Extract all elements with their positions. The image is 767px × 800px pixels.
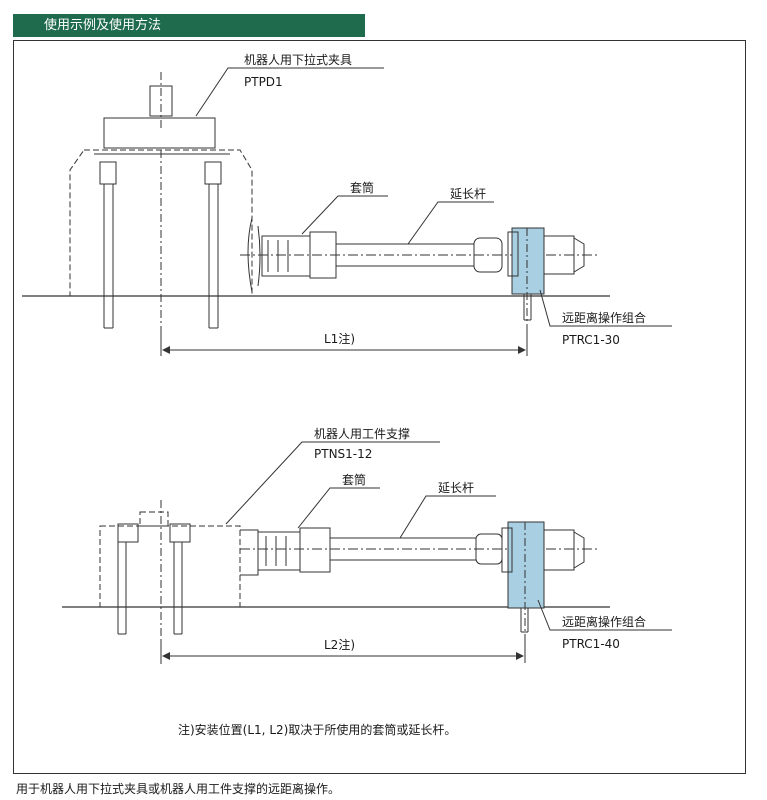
dimension-label-2: L2注): [324, 637, 355, 652]
leader-support: [225, 441, 312, 525]
socket-label-2: 套筒: [342, 472, 366, 487]
diagram-frame: [13, 40, 746, 774]
work-support-drawing: [99, 500, 241, 664]
socket-drawing-1: [247, 217, 337, 293]
socket-drawing-2: [240, 527, 331, 576]
leader-rod-2: [399, 495, 436, 539]
leader-clamp: [195, 67, 240, 117]
diagram-1: [22, 67, 672, 356]
leader-socket-2: [297, 487, 340, 529]
remote-unit-drawing-2: [501, 521, 585, 664]
support-model-label: PTNS1-12: [314, 447, 372, 461]
extension-rod-drawing-1: [240, 237, 600, 273]
clamp-name-label: 机器人用下拉式夹具: [244, 52, 352, 67]
rod-label-2: 延长杆: [438, 481, 474, 495]
leader-remote-2: [537, 599, 560, 631]
footer-description: 用于机器人用下拉式夹具或机器人用工件支撑的远距离操作。: [16, 782, 341, 796]
diagram-2: [62, 441, 672, 664]
section-title: 使用示例及使用方法: [44, 18, 162, 33]
remote-model-label-1: PTRC1-30: [562, 333, 620, 347]
dimension-label-1: L1注): [324, 331, 355, 346]
clamp-model-label: PTPD1: [244, 75, 283, 89]
remote-name-label-2: 远距离操作组合: [562, 614, 646, 629]
section-header: [13, 14, 365, 37]
support-name-label: 机器人用工件支撑: [314, 426, 410, 441]
leader-socket-1: [301, 195, 348, 235]
extension-rod-drawing-2: [240, 533, 600, 565]
rod-label-1: 延长杆: [450, 187, 486, 201]
remote-name-label-1: 远距离操作组合: [562, 310, 646, 325]
leader-rod-1: [407, 201, 448, 245]
leader-remote-1: [539, 289, 560, 327]
pulldown-clamp-drawing: [69, 72, 253, 350]
remote-model-label-2: PTRC1-40: [562, 637, 620, 651]
installation-note: 注)安装位置(L1, L2)取决于所使用的套筒或延长杆。: [178, 722, 456, 737]
socket-label-1: 套筒: [350, 180, 374, 195]
